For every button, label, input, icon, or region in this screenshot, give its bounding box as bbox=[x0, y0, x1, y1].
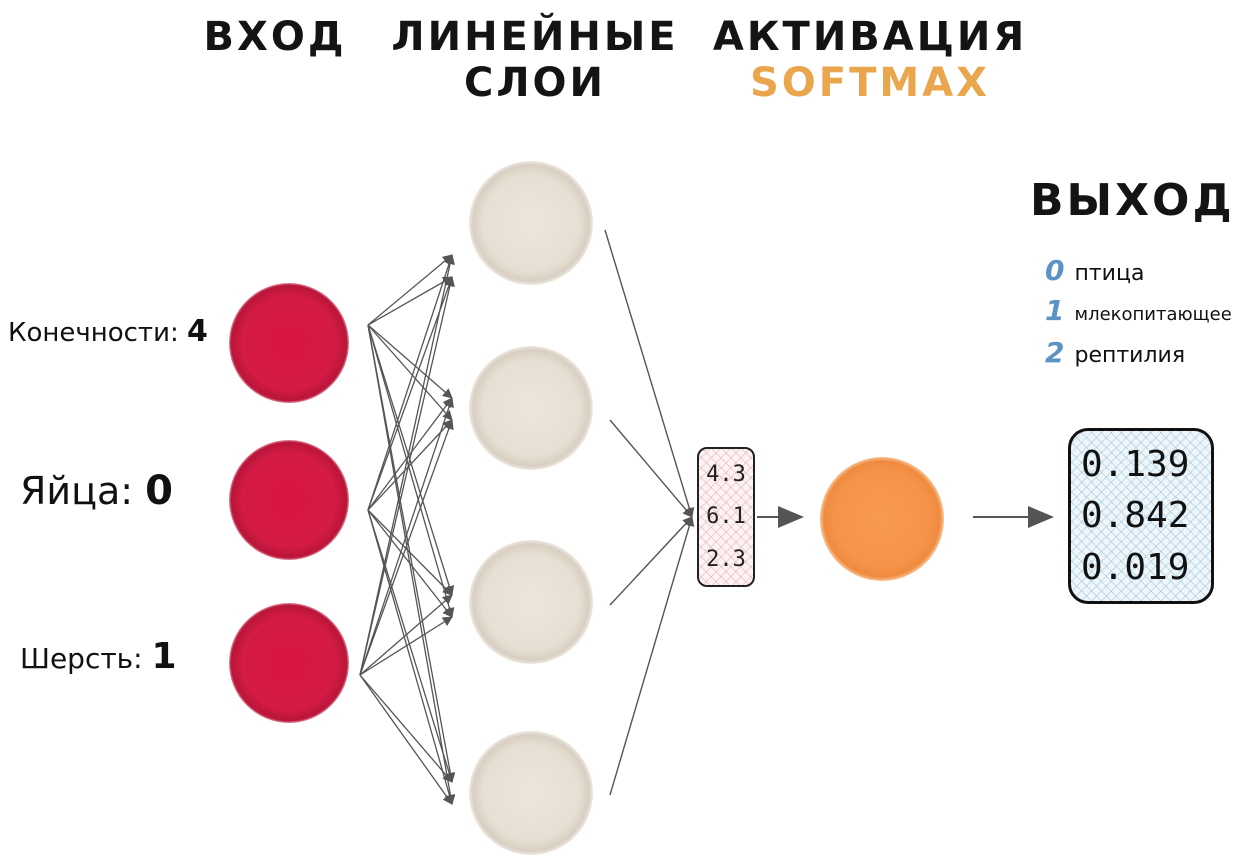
input-to-linear-edge-3-4 bbox=[359, 674, 453, 783]
class-map-item: 2 рептилия bbox=[1045, 336, 1185, 369]
feature-value: 1 bbox=[151, 636, 177, 677]
input-to-linear-edge-alt-1-3 bbox=[367, 324, 455, 618]
input-to-linear-edge-alt-1-1 bbox=[367, 276, 453, 326]
probabilities-box: 0.139 0.842 0.019 bbox=[1068, 428, 1214, 604]
linear-header-line2: СЛОИ bbox=[463, 60, 607, 106]
wire-group bbox=[359, 229, 1054, 805]
input-to-linear-edge-2-4 bbox=[367, 509, 455, 783]
input-to-linear-edge-alt-3-1 bbox=[359, 276, 455, 676]
linear-to-logits-edge-3 bbox=[609, 516, 693, 606]
feature-value: 4 bbox=[187, 314, 208, 349]
class-name: птица bbox=[1074, 261, 1145, 286]
input-header: ВХОД bbox=[203, 14, 347, 60]
input-node-3 bbox=[229, 603, 349, 723]
class-map-item: 0 птица bbox=[1045, 254, 1144, 287]
input-to-linear-edge-alt-2-2 bbox=[367, 419, 453, 511]
input-to-linear-edge-alt-3-2 bbox=[359, 419, 454, 676]
input-to-linear-edge-2-3 bbox=[367, 509, 453, 596]
input-node-2 bbox=[229, 440, 349, 560]
input-to-linear-edge-alt-2-3 bbox=[367, 509, 453, 618]
input-to-linear-edge-3-1 bbox=[359, 254, 455, 676]
linear-to-logits-edge-4 bbox=[609, 516, 695, 796]
input-to-linear-edge-alt-2-4 bbox=[367, 509, 455, 805]
class-name: млекопитающее bbox=[1074, 304, 1232, 325]
input-to-linear-edge-3-3 bbox=[359, 594, 453, 676]
input-to-linear-edge-alt-3-3 bbox=[359, 616, 453, 676]
linear-to-logits-edge-1 bbox=[604, 229, 695, 518]
logit-value: 6.1 bbox=[706, 504, 746, 530]
class-index: 1 bbox=[1045, 294, 1065, 327]
logit-value: 2.3 bbox=[706, 547, 746, 573]
softmax-node bbox=[820, 457, 944, 581]
feature-label: Шерсть: bbox=[20, 642, 143, 675]
input-to-linear-edge-alt-1-2 bbox=[367, 324, 453, 421]
input-to-linear-edge-2-2 bbox=[367, 397, 453, 511]
linear-to-logits-edge-2 bbox=[609, 419, 693, 518]
class-index: 0 bbox=[1045, 254, 1065, 287]
class-map-item: 1 млекопитающее bbox=[1045, 294, 1232, 327]
input-to-linear-edge-3-2 bbox=[359, 397, 454, 676]
class-name: рептилия bbox=[1074, 343, 1186, 368]
activation-header-line1: АКТИВАЦИЯ bbox=[712, 14, 1028, 60]
input-feature-limbs: Конечности: 4 bbox=[8, 314, 208, 349]
input-feature-fur: Шерсть: 1 bbox=[20, 636, 177, 677]
logits-box: 4.3 6.1 2.3 bbox=[697, 447, 755, 587]
input-to-linear-edge-alt-3-4 bbox=[359, 674, 453, 805]
input-to-linear-edge-2-1 bbox=[367, 254, 454, 511]
feature-label: Яйца: bbox=[20, 469, 134, 513]
probability-value: 0.019 bbox=[1081, 546, 1190, 588]
linear-header-line1: ЛИНЕЙНЫЕ bbox=[391, 14, 679, 60]
activation-header: АКТИВАЦИЯ SOFTMAX bbox=[700, 14, 1040, 106]
feature-label: Конечности: bbox=[8, 318, 179, 348]
linear-node-3 bbox=[469, 540, 593, 664]
logit-value: 4.3 bbox=[706, 461, 746, 487]
linear-node-4 bbox=[469, 731, 593, 855]
softmax-label: SOFTMAX bbox=[749, 60, 991, 106]
output-header: ВЫХОД bbox=[1030, 175, 1235, 226]
class-index: 2 bbox=[1045, 336, 1065, 369]
probability-value: 0.139 bbox=[1081, 444, 1190, 486]
input-feature-eggs: Яйца: 0 bbox=[20, 468, 173, 514]
linear-node-2 bbox=[469, 346, 593, 470]
probability-value: 0.842 bbox=[1081, 495, 1190, 537]
input-to-linear-edge-1-1 bbox=[367, 254, 453, 326]
feature-value: 0 bbox=[145, 468, 173, 514]
linear-node-1 bbox=[469, 161, 593, 285]
input-to-linear-edge-alt-2-1 bbox=[367, 276, 454, 511]
input-to-linear-edge-1-2 bbox=[367, 324, 453, 399]
linear-layers-header: ЛИНЕЙНЫЕ СЛОИ bbox=[385, 14, 685, 106]
input-node-1 bbox=[229, 283, 349, 403]
